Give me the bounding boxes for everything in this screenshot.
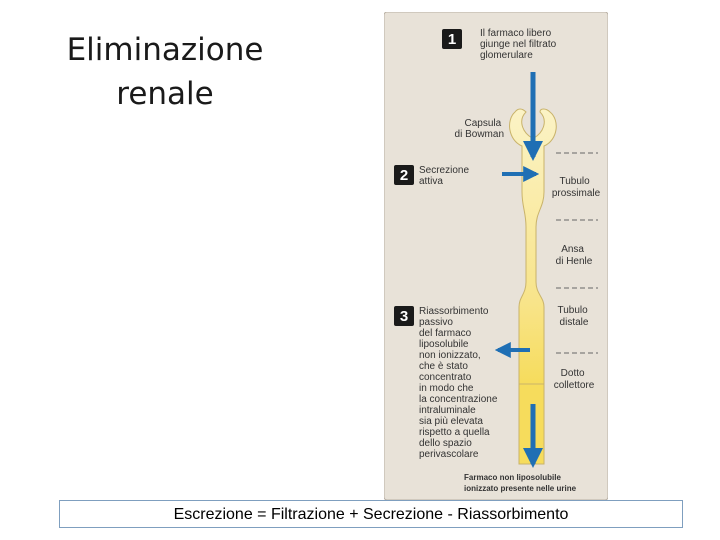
step-2-text: Secrezione attiva <box>419 165 472 187</box>
bowman-capsule-label: Capsula di Bowman <box>455 118 504 140</box>
step-2-badge <box>394 165 414 185</box>
step-3-number: 3 <box>400 308 408 325</box>
urine-note: Farmaco non liposolubile ionizzato prese… <box>464 473 577 493</box>
dotto-collettore-label: Dotto collettore <box>554 368 595 391</box>
step-1-number: 1 <box>448 31 456 48</box>
nephron-tubule <box>509 108 557 385</box>
step-3-text: Riassorbimento passivo del farmaco lipos… <box>419 306 500 460</box>
tubulo-prossimale-label: Tubulo prossimale <box>552 176 601 199</box>
step-1-badge <box>442 29 462 49</box>
elimination-formula: Escrezione = Filtrazione + Secrezione - … <box>59 500 683 528</box>
step-1-text: Il farmaco libero giunge nel filtrato gl… <box>480 28 559 61</box>
step-3-badge <box>394 306 414 326</box>
step-2-number: 2 <box>400 167 408 184</box>
ansa-henle-label: Ansa di Henle <box>556 244 593 267</box>
title-line-1: Eliminazione <box>66 32 264 68</box>
renal-elimination-diagram: 1 Il farmaco libero giunge nel filtrato … <box>384 12 608 500</box>
slide-title: Eliminazione renale <box>40 28 290 116</box>
title-line-2: renale <box>116 76 214 112</box>
tubulo-distale-label: Tubulo distale <box>558 305 591 328</box>
